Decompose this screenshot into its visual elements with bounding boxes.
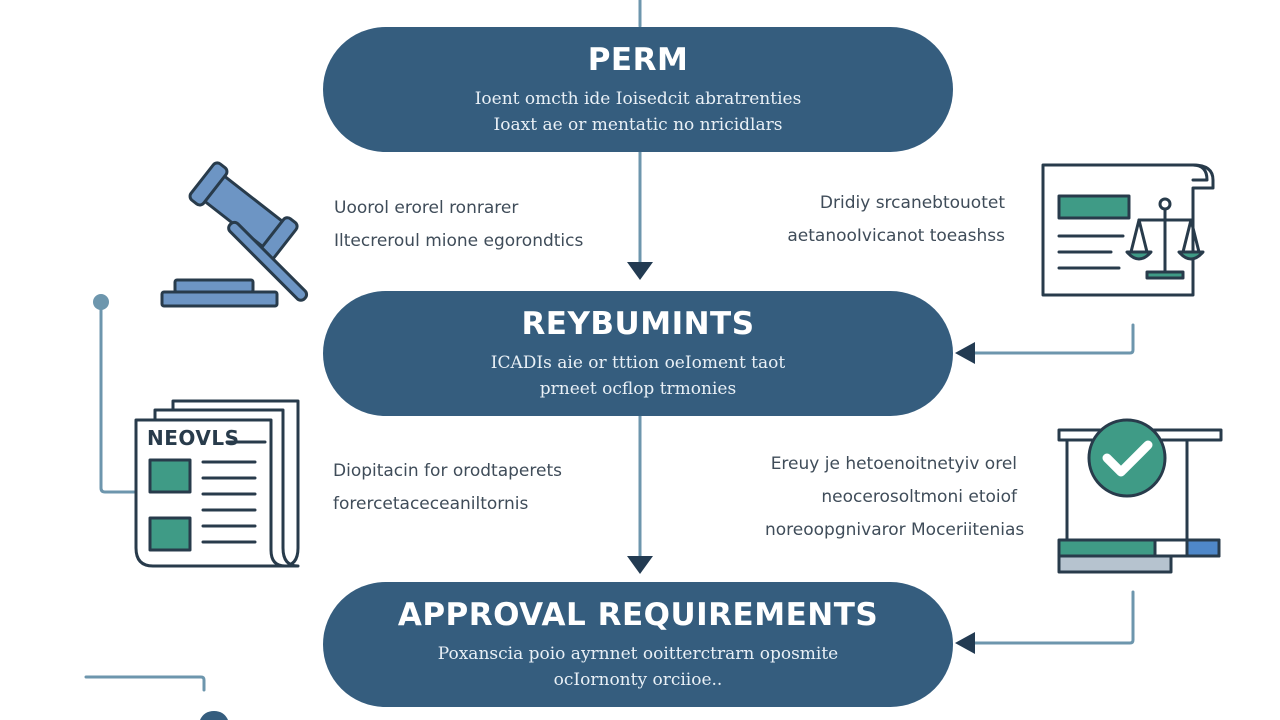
step-approval-requirements: APPROVAL REQUIREMENTS Poxanscia poio ayr…	[323, 582, 953, 707]
step-requirements-line-1: ICADIs aie or tttion oeIoment taot	[490, 352, 786, 373]
step-perm-line-1: Ioent omcth ide Ioisedcit abratrenties	[474, 88, 802, 109]
step-perm: PERM Ioent omcth ide Ioisedcit abratrent…	[323, 27, 953, 152]
step-perm-title: PERM	[587, 41, 689, 78]
step-requirements-line-2: prneet ocflop trmonies	[539, 378, 737, 399]
step-approval-title: APPROVAL REQUIREMENTS	[397, 596, 879, 633]
arrow-down-1	[627, 262, 653, 280]
note-top-right-line-2: aetanooIvicanot toeashss	[787, 226, 1005, 246]
note-mid-left-line-1: Diopitacin for orodtaperets	[333, 461, 562, 481]
note-mid-right-line-3: noreoopgnivaror Moceriitenias	[765, 520, 1025, 540]
connector-left-newspaper	[99, 308, 136, 494]
newspaper-masthead: NEOVLS	[147, 426, 240, 450]
gavel-icon	[160, 161, 309, 308]
step-requirements-title: REYBUMINTS	[521, 305, 755, 342]
note-top-right-line-1: Dridiy srcanebtouotet	[819, 193, 1005, 213]
document-scales-icon	[1041, 163, 1215, 297]
note-top-right: Dridiy srcanebtouotet aetanooIvicanot to…	[760, 187, 1005, 253]
connector-right-lower	[973, 590, 1135, 645]
note-mid-right-line-1: Ereuy je hetoenoitnetyiv orel	[770, 454, 1017, 474]
step-approval-line-2: ocIornonty orciioe..	[553, 669, 723, 690]
note-mid-left: Diopitacin for orodtaperets forercetacec…	[333, 455, 562, 521]
newspaper-icon: NEOVLS	[133, 398, 318, 570]
connector-left-bottom	[84, 675, 206, 692]
note-mid-right: Ereuy je hetoenoitnetyiv orel neocerosol…	[765, 448, 1025, 547]
connector-right-upper	[973, 323, 1135, 355]
note-top-left: Uoorol erorel ronrarer Iltecreroul mione…	[334, 192, 583, 258]
step-requirements: REYBUMINTS ICADIs aie or tttion oeIoment…	[323, 291, 953, 416]
connector-dot-left	[93, 294, 109, 310]
note-top-left-line-2: Iltecreroul mione egorondtics	[334, 231, 584, 251]
approval-check-icon	[1057, 418, 1223, 574]
step-approval-line-1: Poxanscia poio ayrnnet ooitterctrarn opo…	[437, 643, 839, 664]
note-mid-right-line-2: neocerosoltmoni etoiof	[821, 487, 1017, 507]
note-top-left-line-1: Uoorol erorel ronrarer	[334, 198, 519, 218]
arrow-left-2	[955, 632, 975, 654]
arrow-left-1	[955, 342, 975, 364]
step-perm-line-2: Ioaxt ae or mentatic no nricidlars	[493, 114, 783, 135]
connector-dot-bottom	[200, 711, 228, 720]
note-mid-left-line-2: forercetaceceaniltornis	[333, 494, 529, 514]
arrow-down-2	[627, 556, 653, 574]
